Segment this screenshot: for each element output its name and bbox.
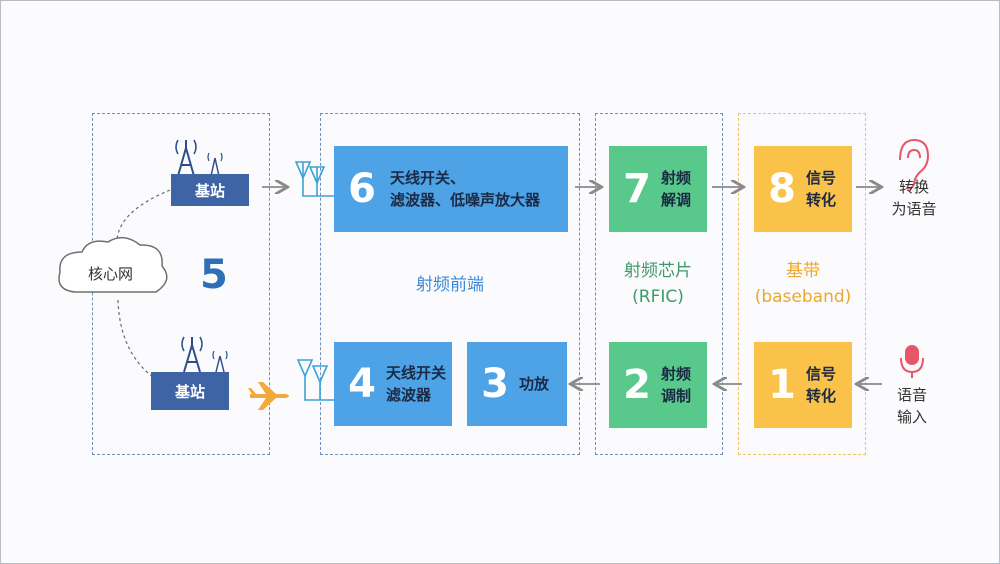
step-label-1-line2: 转化: [806, 387, 837, 405]
baseband-caption-line2: (baseband): [754, 287, 852, 307]
base-station-top-label: 基站: [194, 181, 225, 200]
rfic-caption: 射频芯片 (RFIC): [598, 258, 718, 310]
airplane-icon: [248, 382, 289, 410]
base-station-bottom-label: 基站: [174, 382, 205, 401]
rfic-caption-line2: (RFIC): [632, 287, 684, 307]
step-label-6: 天线开关、 滤波器、低噪声放大器: [390, 167, 540, 211]
step-box-7: 7 射频 解调: [609, 146, 707, 232]
step-label-8-line1: 信号: [806, 169, 837, 187]
step-label-6-line2: 滤波器、低噪声放大器: [390, 191, 541, 209]
step-label-1: 信号 转化: [806, 363, 836, 407]
step-label-4-line1: 天线开关: [386, 364, 447, 382]
antenna-icon: [294, 161, 334, 197]
antenna-tower-icon: [175, 139, 223, 177]
base-station-bottom: 基站: [151, 372, 229, 410]
base-station-top: 基站: [171, 174, 249, 206]
step-number-4: 4: [348, 361, 376, 407]
step-box-4: 4 天线开关 滤波器: [334, 342, 452, 426]
step-number-5: 5: [200, 252, 228, 298]
step-label-2-line1: 射频: [661, 365, 692, 383]
step-box-6: 6 天线开关、 滤波器、低噪声放大器: [334, 146, 568, 232]
step-box-1: 1 信号 转化: [754, 342, 852, 428]
baseband-group: [738, 113, 866, 455]
step-number-6: 6: [348, 166, 376, 212]
baseband-caption: 基带 (baseband): [740, 258, 866, 310]
step-number-2: 2: [623, 362, 651, 408]
step-box-3: 3 功放: [467, 342, 567, 426]
step-label-2-line2: 调制: [661, 387, 692, 405]
step-label-8-line2: 转化: [806, 191, 837, 209]
input-voice-label: 语音 输入: [884, 384, 940, 428]
baseband-caption-line1: 基带: [786, 261, 820, 281]
step-label-6-line1: 天线开关、: [390, 169, 466, 187]
ear-icon: [899, 138, 930, 190]
rf-front-end-group: [320, 113, 580, 455]
step-label-3: 功放: [519, 373, 549, 395]
step-label-2: 射频 调制: [661, 363, 691, 407]
antenna-icon: [296, 359, 334, 401]
output-voice-label: 转换 为语音: [884, 176, 944, 220]
step-label-1-line1: 信号: [806, 365, 837, 383]
step-number-1: 1: [768, 362, 796, 408]
rfic-group: [595, 113, 723, 455]
step-number-3: 3: [481, 361, 509, 407]
step-box-8: 8 信号 转化: [754, 146, 852, 232]
step-label-7-line2: 解调: [661, 191, 692, 209]
step-number-8: 8: [768, 166, 796, 212]
step-box-2: 2 射频 调制: [609, 342, 707, 428]
step-label-3-line1: 功放: [519, 375, 550, 393]
input-voice-line1: 语音: [896, 386, 927, 404]
input-voice-line2: 输入: [896, 408, 927, 426]
output-voice-line1: 转换: [898, 178, 929, 196]
step-label-4-line2: 滤波器: [386, 386, 432, 404]
step-label-8: 信号 转化: [806, 167, 836, 211]
step-label-4: 天线开关 滤波器: [386, 362, 446, 406]
rfic-caption-line1: 射频芯片: [624, 261, 692, 281]
antenna-tower-icon: [181, 336, 228, 373]
output-voice-line2: 为语音: [891, 200, 937, 218]
cloud-icon: [58, 236, 168, 293]
core-network-label: 核心网: [88, 265, 134, 283]
microphone-icon: [900, 345, 924, 378]
step-label-7: 射频 解调: [661, 167, 691, 211]
step-label-7-line1: 射频: [661, 169, 692, 187]
rf-front-end-caption: 射频前端: [416, 275, 484, 295]
step-number-7: 7: [623, 166, 651, 212]
